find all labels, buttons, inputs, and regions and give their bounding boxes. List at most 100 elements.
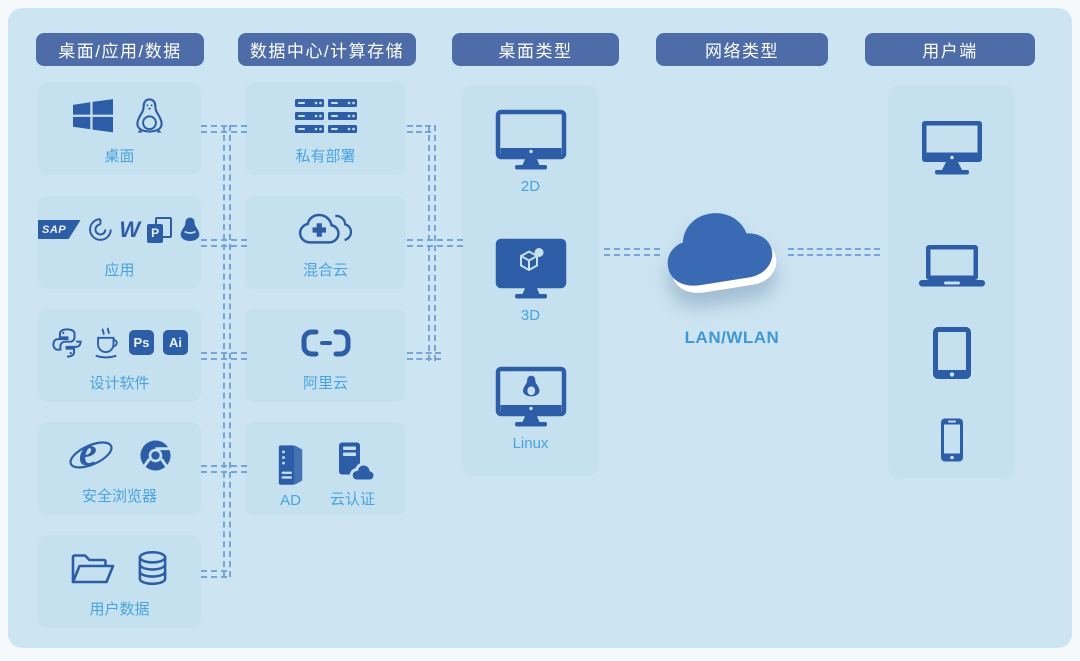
monitor-linux-icon xyxy=(495,366,566,427)
box-browser-label: 安全浏览器 xyxy=(81,488,157,505)
connector-network-clients xyxy=(788,248,880,256)
desktop-type-3d-label: 3D xyxy=(520,307,541,324)
box-userdata-label: 用户数据 xyxy=(89,601,150,618)
box-aliyun-icons xyxy=(245,315,406,370)
diagram-canvas: 桌面/应用/数据 数据中心/计算存储 桌面类型 网络类型 用户端 桌面 xyxy=(8,8,1072,648)
connector-desktoptypes-network xyxy=(604,248,660,256)
box-hybrid-icons xyxy=(245,202,406,257)
box-user-data: 用户数据 xyxy=(38,535,201,628)
cloud-auth-label: 云认证 xyxy=(329,491,375,508)
box-ad-cloudauth: AD 云认证 xyxy=(245,422,406,515)
panel-desktop-types: 2D 3D xyxy=(462,85,599,476)
connector-bus-col1-col2 xyxy=(223,125,231,577)
yonyou-icon xyxy=(88,218,112,241)
illustrator-text: Ai xyxy=(169,335,182,350)
panel-clients xyxy=(888,85,1015,478)
connector-branch-aliyun xyxy=(407,352,441,360)
ad-label: AD xyxy=(280,492,301,509)
network-cloud-label: LAN/WLAN xyxy=(684,328,780,347)
windows-icon xyxy=(73,98,113,132)
header-clients-label: 用户端 xyxy=(922,42,978,61)
header-desktop-apps-data-label: 桌面/应用/数据 xyxy=(58,42,182,61)
box-desktop-icons xyxy=(38,88,201,143)
project-letter: P xyxy=(147,223,164,243)
box-userdata-icons xyxy=(38,541,201,596)
ad-group: AD xyxy=(276,443,306,509)
monitor-3d-icon xyxy=(495,238,566,299)
box-apps: SAP W P 应用 xyxy=(38,196,201,289)
box-apps-icons: SAP W P xyxy=(38,202,201,257)
box-private-deploy: 私有部署 xyxy=(245,82,406,175)
box-desktop-label: 桌面 xyxy=(104,148,135,165)
header-clients: 用户端 xyxy=(865,33,1035,66)
network-cloud xyxy=(654,194,810,311)
ad-server-icon xyxy=(278,445,302,485)
photoshop-text: Ps xyxy=(133,335,150,350)
server-rack-icon xyxy=(294,98,357,133)
box-browser-icons: e xyxy=(38,428,201,483)
box-private-icons xyxy=(245,88,406,143)
hybrid-cloud-icon xyxy=(298,213,352,244)
box-desktop: 桌面 xyxy=(38,82,201,175)
box-hybrid-cloud: 混合云 xyxy=(245,196,406,289)
box-private-label: 私有部署 xyxy=(295,148,356,165)
connector-branch-userdata xyxy=(201,570,227,578)
tablet-icon xyxy=(932,327,971,379)
java-icon xyxy=(95,326,118,358)
client-laptop xyxy=(888,243,1015,289)
folder-icon xyxy=(71,553,115,583)
ie-letter: e xyxy=(79,428,97,474)
illustrator-icon: Ai xyxy=(163,330,188,355)
header-network-types: 网络类型 xyxy=(656,33,828,66)
monitor-2d-icon xyxy=(495,109,566,170)
desktop-type-linux-label: Linux xyxy=(512,435,549,452)
box-design-software: Ps Ai 设计软件 xyxy=(38,309,201,402)
desktop-monitor-icon xyxy=(921,121,982,175)
qq-icon xyxy=(180,217,200,241)
box-apps-label: 应用 xyxy=(104,262,135,279)
box-design-label: 设计软件 xyxy=(89,375,150,392)
box-aliyun-label: 阿里云 xyxy=(302,375,348,392)
wps-icon: W xyxy=(119,216,141,242)
connector-branch-hybrid xyxy=(407,239,463,247)
connector-bus-col2-col3 xyxy=(428,125,436,361)
database-icon xyxy=(138,551,167,586)
header-desktop-apps-data: 桌面/应用/数据 xyxy=(36,33,204,66)
box-design-icons: Ps Ai xyxy=(38,315,201,370)
connector-branch-design xyxy=(201,352,247,360)
aliyun-icon xyxy=(301,329,350,356)
photoshop-icon: Ps xyxy=(129,330,154,355)
python-icon xyxy=(52,327,82,358)
box-secure-browser: e 安全浏览器 xyxy=(38,422,201,515)
desktop-type-2d: 2D xyxy=(462,109,599,195)
network-cloud-icon xyxy=(667,213,777,293)
box-ad-cloudauth-content: AD 云认证 xyxy=(245,432,406,509)
box-hybrid-label: 混合云 xyxy=(302,262,348,279)
project-icon: P xyxy=(147,216,172,243)
smartphone-icon xyxy=(940,418,963,462)
client-smartphone xyxy=(888,417,1015,463)
connector-branch-private xyxy=(407,125,431,133)
client-tablet xyxy=(888,325,1015,381)
ie-orbit-ring xyxy=(69,440,113,469)
box-aliyun: 阿里云 xyxy=(245,309,406,402)
client-desktop xyxy=(888,119,1015,175)
connector-branch-apps xyxy=(201,239,247,247)
ie-icon: e xyxy=(67,431,115,476)
cloud-auth-group: 云认证 xyxy=(330,441,376,509)
header-datacenter-label: 数据中心/计算存储 xyxy=(249,42,405,61)
laptop-icon xyxy=(918,245,985,287)
header-network-types-label: 网络类型 xyxy=(705,42,779,61)
linux-tux-icon xyxy=(136,98,163,133)
chrome-icon xyxy=(140,440,171,471)
connector-branch-browser xyxy=(201,465,247,473)
desktop-type-linux: Linux xyxy=(462,366,599,452)
cloud-auth-icon xyxy=(338,442,376,483)
sap-icon: SAP xyxy=(38,220,81,239)
header-datacenter: 数据中心/计算存储 xyxy=(238,33,416,66)
header-desktop-types: 桌面类型 xyxy=(452,33,619,66)
desktop-type-2d-label: 2D xyxy=(520,178,541,195)
connector-branch-desktop xyxy=(201,125,247,133)
desktop-type-3d: 3D xyxy=(462,238,599,324)
